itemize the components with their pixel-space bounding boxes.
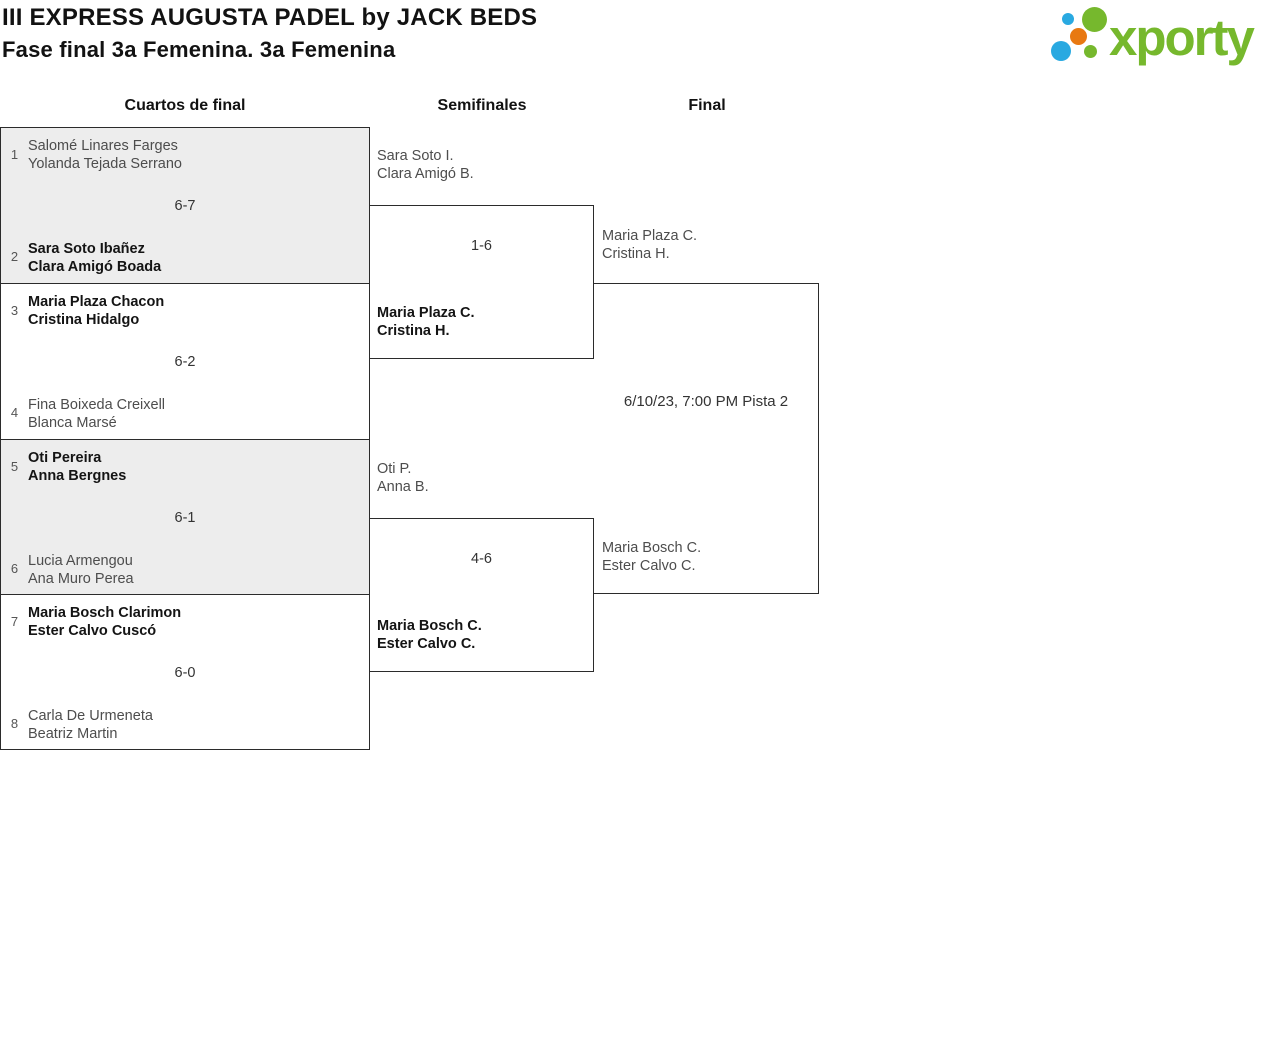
team-name: Maria Plaza C. Cristina H. bbox=[377, 305, 475, 339]
match-schedule: 6/10/23, 7:00 PM Pista 2 bbox=[623, 393, 789, 410]
round-header-final: Final bbox=[688, 97, 726, 114]
seed-number: 5 bbox=[10, 459, 19, 474]
semifinal-2-box: 4-6 Maria Bosch C. Ester Calvo C. bbox=[370, 518, 594, 672]
team-name: Maria Bosch C. Ester Calvo C. bbox=[602, 540, 702, 574]
match-score: 6-2 bbox=[174, 354, 196, 370]
team-name: Maria Plaza Chacon Cristina Hidalgo bbox=[28, 294, 165, 328]
match-score: 6-0 bbox=[174, 665, 196, 681]
team-name: Sara Soto I. Clara Amigó B. bbox=[377, 148, 474, 182]
match-quarterfinal-1[interactable]: 1 Salomé Linares Farges Yolanda Tejada S… bbox=[1, 128, 369, 283]
seed-number: 4 bbox=[10, 405, 19, 420]
semifinal-1-box: 1-6 Maria Plaza C. Cristina H. bbox=[370, 205, 594, 359]
round-header-semifinales: Semifinales bbox=[437, 97, 527, 114]
team-name: Maria Bosch C. Ester Calvo C. bbox=[377, 618, 482, 652]
seed-number: 7 bbox=[10, 614, 19, 629]
match-quarterfinal-2[interactable]: 3 Maria Plaza Chacon Cristina Hidalgo 6-… bbox=[1, 283, 369, 439]
page-title: III EXPRESS AUGUSTA PADEL by JACK BEDS bbox=[2, 4, 538, 31]
team-name: Salomé Linares Farges Yolanda Tejada Ser… bbox=[28, 138, 182, 172]
team-name: Oti Pereira Anna Bergnes bbox=[28, 450, 127, 484]
logo-dot-blue-large-icon bbox=[1051, 41, 1071, 61]
match-final[interactable]: Maria Plaza C. Cristina H. 6/10/23, 7:00… bbox=[594, 227, 819, 594]
match-quarterfinal-3[interactable]: 5 Oti Pereira Anna Bergnes 6-1 Lucia Arm… bbox=[1, 439, 369, 594]
seed-number: 6 bbox=[10, 561, 19, 576]
team-name: Fina Boixeda Creixell Blanca Marsé bbox=[28, 397, 166, 431]
xporty-logo-text: xporty bbox=[1109, 9, 1255, 66]
seed-number: 3 bbox=[10, 303, 19, 318]
seed-number: 8 bbox=[10, 716, 19, 731]
match-semifinal-1[interactable]: Sara Soto I. Clara Amigó B. 1-6 Maria Pl… bbox=[370, 147, 594, 359]
match-quarterfinal-4[interactable]: 7 Maria Bosch Clarimon Ester Calvo Cuscó… bbox=[1, 594, 369, 749]
team-name: Maria Plaza C. Cristina H. bbox=[602, 228, 698, 262]
logo-dot-green-small-icon bbox=[1084, 45, 1097, 58]
logo-dot-blue-small-icon bbox=[1062, 13, 1074, 25]
page-subtitle: Fase final 3a Femenina. 3a Femenina bbox=[2, 37, 396, 62]
seed-number: 1 bbox=[10, 147, 19, 162]
team-name: Lucia Armengou Ana Muro Perea bbox=[28, 553, 134, 587]
match-score: 6-1 bbox=[174, 510, 196, 526]
xporty-logo: xporty bbox=[1048, 4, 1280, 76]
team-name: Carla De Urmeneta Beatriz Martin bbox=[28, 708, 153, 742]
logo-dot-green-large-icon bbox=[1082, 7, 1107, 32]
logo-dot-orange-icon bbox=[1070, 28, 1087, 45]
final-box: 6/10/23, 7:00 PM Pista 2 Maria Bosch C. … bbox=[594, 283, 819, 594]
quarterfinals-column: 1 Salomé Linares Farges Yolanda Tejada S… bbox=[0, 127, 370, 750]
match-score: 1-6 bbox=[471, 238, 492, 254]
round-header-cuartos-de-final: Cuartos de final bbox=[124, 97, 246, 114]
team-name: Oti P. Anna B. bbox=[377, 461, 429, 495]
match-score: 6-7 bbox=[174, 198, 196, 214]
team-name: Maria Bosch Clarimon Ester Calvo Cuscó bbox=[28, 605, 182, 639]
seed-number: 2 bbox=[10, 249, 19, 264]
team-name: Sara Soto Ibañez Clara Amigó Boada bbox=[28, 241, 162, 275]
match-semifinal-2[interactable]: Oti P. Anna B. 4-6 Maria Bosch C. Ester … bbox=[370, 460, 594, 672]
match-score: 4-6 bbox=[471, 551, 492, 567]
